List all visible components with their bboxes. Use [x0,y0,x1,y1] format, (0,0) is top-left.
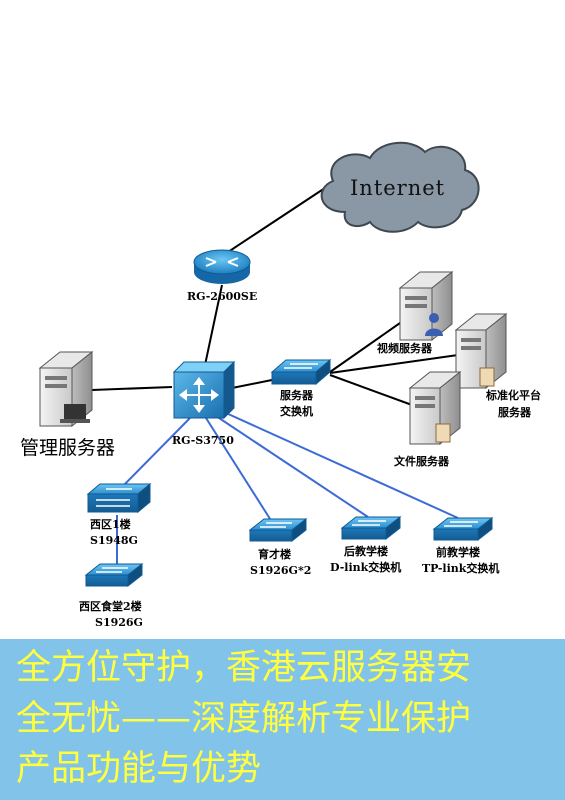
core-switch-icon [172,360,236,420]
video-server-icon [398,270,454,342]
black-links [91,185,459,406]
file-server-label: 文件服务器 [394,454,450,468]
canteen-switch-icon [84,562,144,588]
back-building-label-1: 后教学楼 [344,544,388,558]
internet-label: Internet [350,176,445,200]
yucai-switch-icon [248,517,308,543]
blue-links [116,412,459,567]
server-switch-label-2: 交换机 [280,404,313,418]
front-building-switch-icon [432,516,494,542]
standard-platform-server-icon [454,312,508,390]
west1-switch-icon [86,482,152,514]
video-server-label: 视频服务器 [377,341,433,355]
standard-platform-label-1: 标准化平台 [485,388,541,402]
title-banner: 全方位守护，香港云服务器安 全无忧——深度解析专业保护 产品功能与优势 [0,639,565,800]
yucai-label-2: S1926G*2 [250,564,311,577]
back-building-switch-icon [340,515,402,541]
server-switch-label-1: 服务器 [280,388,314,402]
banner-line-1: 全方位守护，香港云服务器安 [16,648,472,688]
router-icon [193,249,251,284]
west1-label-2: S1948G [90,534,138,547]
front-building-label-2: TP-link交换机 [422,561,499,575]
network-topology-diagram: Internet RG-2600SE RG-S3750 管理服务器 [20,141,541,629]
canteen-label-2: S1926G [95,616,143,629]
management-server-icon [38,350,94,428]
server-switch-icon [270,358,332,386]
core-switch-label: RG-S3750 [172,434,234,447]
banner-line-3: 产品功能与优势 [16,749,262,789]
banner-line-2: 全无忧——深度解析专业保护 [16,699,472,739]
front-building-label-1: 前教学楼 [436,545,480,559]
file-server-icon [408,370,462,446]
west1-label-1: 西区1楼 [90,517,131,531]
internet-cloud: Internet [320,141,480,233]
standard-platform-label-2: 服务器 [498,405,532,419]
back-building-label-2: D-link交换机 [330,560,401,574]
management-server-label: 管理服务器 [20,437,115,459]
yucai-label-1: 育才楼 [258,547,291,561]
router-label: RG-2600SE [187,290,257,303]
canteen-label-1: 西区食堂2楼 [79,599,142,613]
